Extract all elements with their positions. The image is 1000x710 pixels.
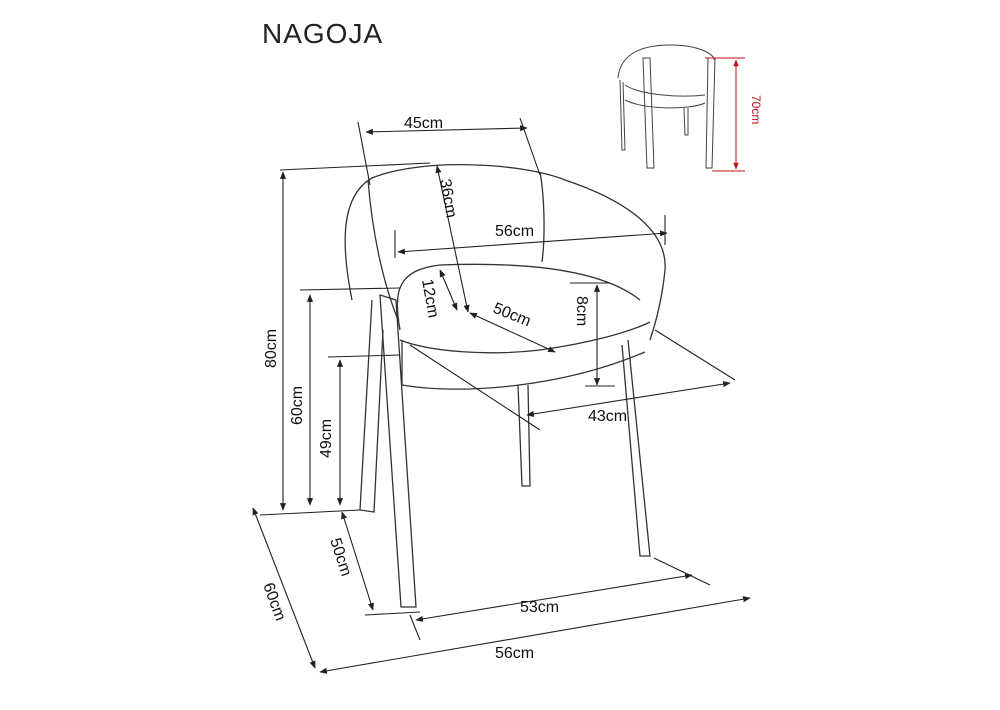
dim-total-depth: 60cm [259, 581, 288, 624]
dim-seat-thickness: 8cm [573, 296, 590, 326]
dim-leg-depth: 50cm [326, 536, 354, 578]
dimension-lines [252, 117, 751, 674]
dim-back-leg-height: 70cm [749, 95, 763, 124]
dim-armrest-height: 60cm [289, 386, 306, 425]
chair-outline [344, 164, 666, 608]
dim-armrest-gap: 12cm [418, 278, 442, 319]
product-title: NAGOJA [262, 18, 384, 49]
dim-total-height: 80cm [263, 329, 280, 368]
dim-total-width: 56cm [495, 645, 534, 662]
dim-backrest-width: 45cm [404, 115, 443, 132]
dim-seat-height: 49cm [318, 419, 335, 458]
dim-inner-width: 56cm [495, 223, 534, 240]
dim-backrest-height: 36cm [436, 178, 460, 219]
back-view-thumbnail [617, 44, 745, 172]
dim-seat-width: 43cm [588, 408, 627, 425]
dim-leg-width: 53cm [520, 599, 559, 616]
